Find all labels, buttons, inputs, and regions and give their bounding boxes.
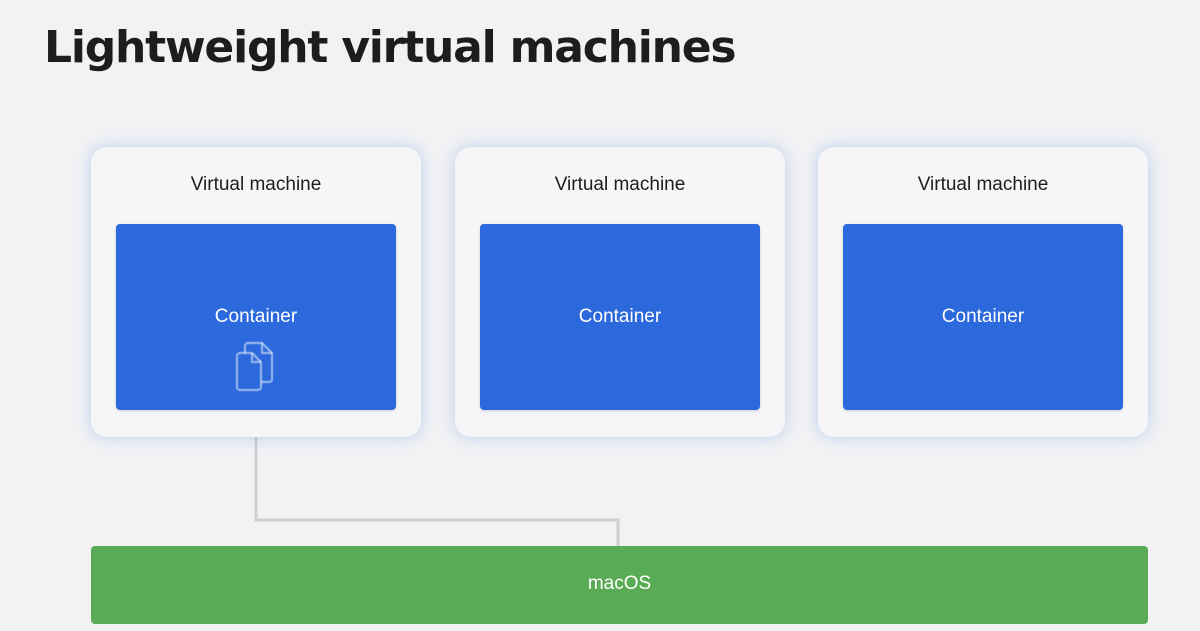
connector-line xyxy=(254,428,620,548)
macos-label: macOS xyxy=(587,573,652,594)
container-3: Container xyxy=(843,224,1123,410)
container-2: Container xyxy=(480,224,760,410)
container-1: Container xyxy=(116,224,396,410)
virtual-machine-label: Virtual machine xyxy=(190,174,322,195)
virtual-machine-1: Virtual machine Container xyxy=(91,147,421,437)
virtual-machine-2: Virtual machine Container xyxy=(455,147,785,437)
container-label: Container xyxy=(214,306,298,327)
page-title: Lightweight virtual machines xyxy=(44,22,737,73)
macos-host: macOS xyxy=(91,546,1148,624)
virtual-machine-3: Virtual machine Container xyxy=(818,147,1148,437)
files-icon xyxy=(235,341,274,392)
virtual-machine-label: Virtual machine xyxy=(554,174,686,195)
container-label: Container xyxy=(941,306,1025,327)
virtual-machine-label: Virtual machine xyxy=(917,174,1049,195)
container-label: Container xyxy=(578,306,662,327)
